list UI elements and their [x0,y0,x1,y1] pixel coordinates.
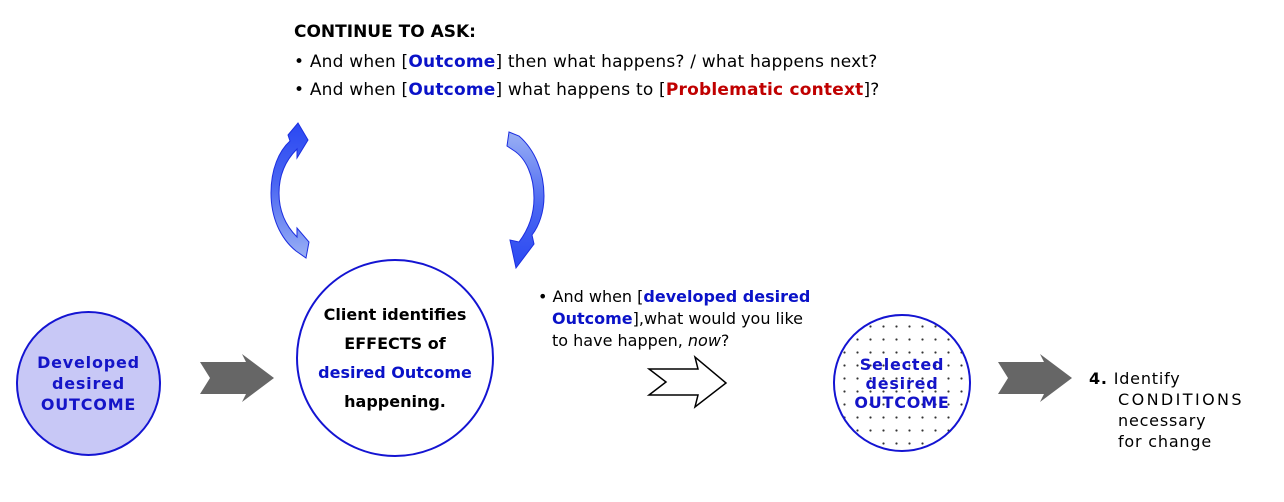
question-text: to have happen, [552,331,688,350]
circle-label-line: Developed [37,353,140,372]
circle-label-line: OUTCOME [40,395,137,414]
circle-label-line: Selected [859,354,945,374]
selected-outcome-circle: Selected desired OUTCOME [833,314,971,452]
ask-text: ]? [863,80,880,100]
effects-circle: Client identifies EFFECTS of desired Out… [296,259,494,457]
step-4-label: 4. Identify CONDITIONS necessary for cha… [1089,368,1244,452]
question-line: to have happen, now? [538,330,858,352]
ask-text: And when [ [309,80,409,100]
ask-question-2: • And when [Outcome] what happens to [Pr… [294,80,880,100]
desired-outcome-question: • And when [developed desired Outcome],w… [538,286,858,352]
chevron-arrow-icon [200,354,274,402]
problematic-context-term: Problematic context [665,80,864,100]
question-text: ],what would you like [632,309,803,328]
outcome-term: Outcome [552,309,633,328]
ask-text: ] what happens to [ [495,80,666,100]
outline-arrow-icon [646,354,728,409]
step-text: necessary [1118,411,1207,430]
question-text: ? [720,331,730,350]
question-line: • And when [developed desired [538,286,858,308]
bullet: • [294,52,305,72]
outcome-term: developed desired [643,287,811,306]
outcome-term: Outcome [408,80,496,100]
developed-outcome-circle: Developed desired OUTCOME [16,311,161,456]
circle-label-line: desired [865,373,939,393]
question-line: Outcome],what would you like [538,308,858,330]
step-number: 4. [1089,369,1108,388]
ask-question-1: • And when [Outcome] then what happens? … [294,52,878,72]
circle-label-line: happening. [344,392,446,411]
circle-label-line: desired Outcome [318,363,472,382]
question-emphasis: now [687,331,721,350]
circle-label-line: desired [51,374,126,393]
bullet: • [294,80,305,100]
ask-text: And when [ [309,52,409,72]
circle-label-line: EFFECTS of [344,334,446,353]
ask-title: CONTINUE TO ASK: [294,22,476,42]
step-text: Identify [1113,369,1181,388]
chevron-arrow-icon [998,354,1072,402]
cycle-arrow-left-icon [270,122,310,259]
step-text: for change [1118,432,1212,451]
bullet: • [538,287,548,306]
circle-label-line: Client identifies [323,305,467,324]
step-line: 4. Identify [1089,368,1244,389]
ask-text: ] then what happens? / what happens next… [495,52,878,72]
step-text: CONDITIONS [1118,390,1244,409]
circle-label-line: OUTCOME [854,392,950,412]
outcome-term: Outcome [408,52,496,72]
cycle-arrow-right-icon [506,131,545,270]
question-text: And when [ [552,287,644,306]
